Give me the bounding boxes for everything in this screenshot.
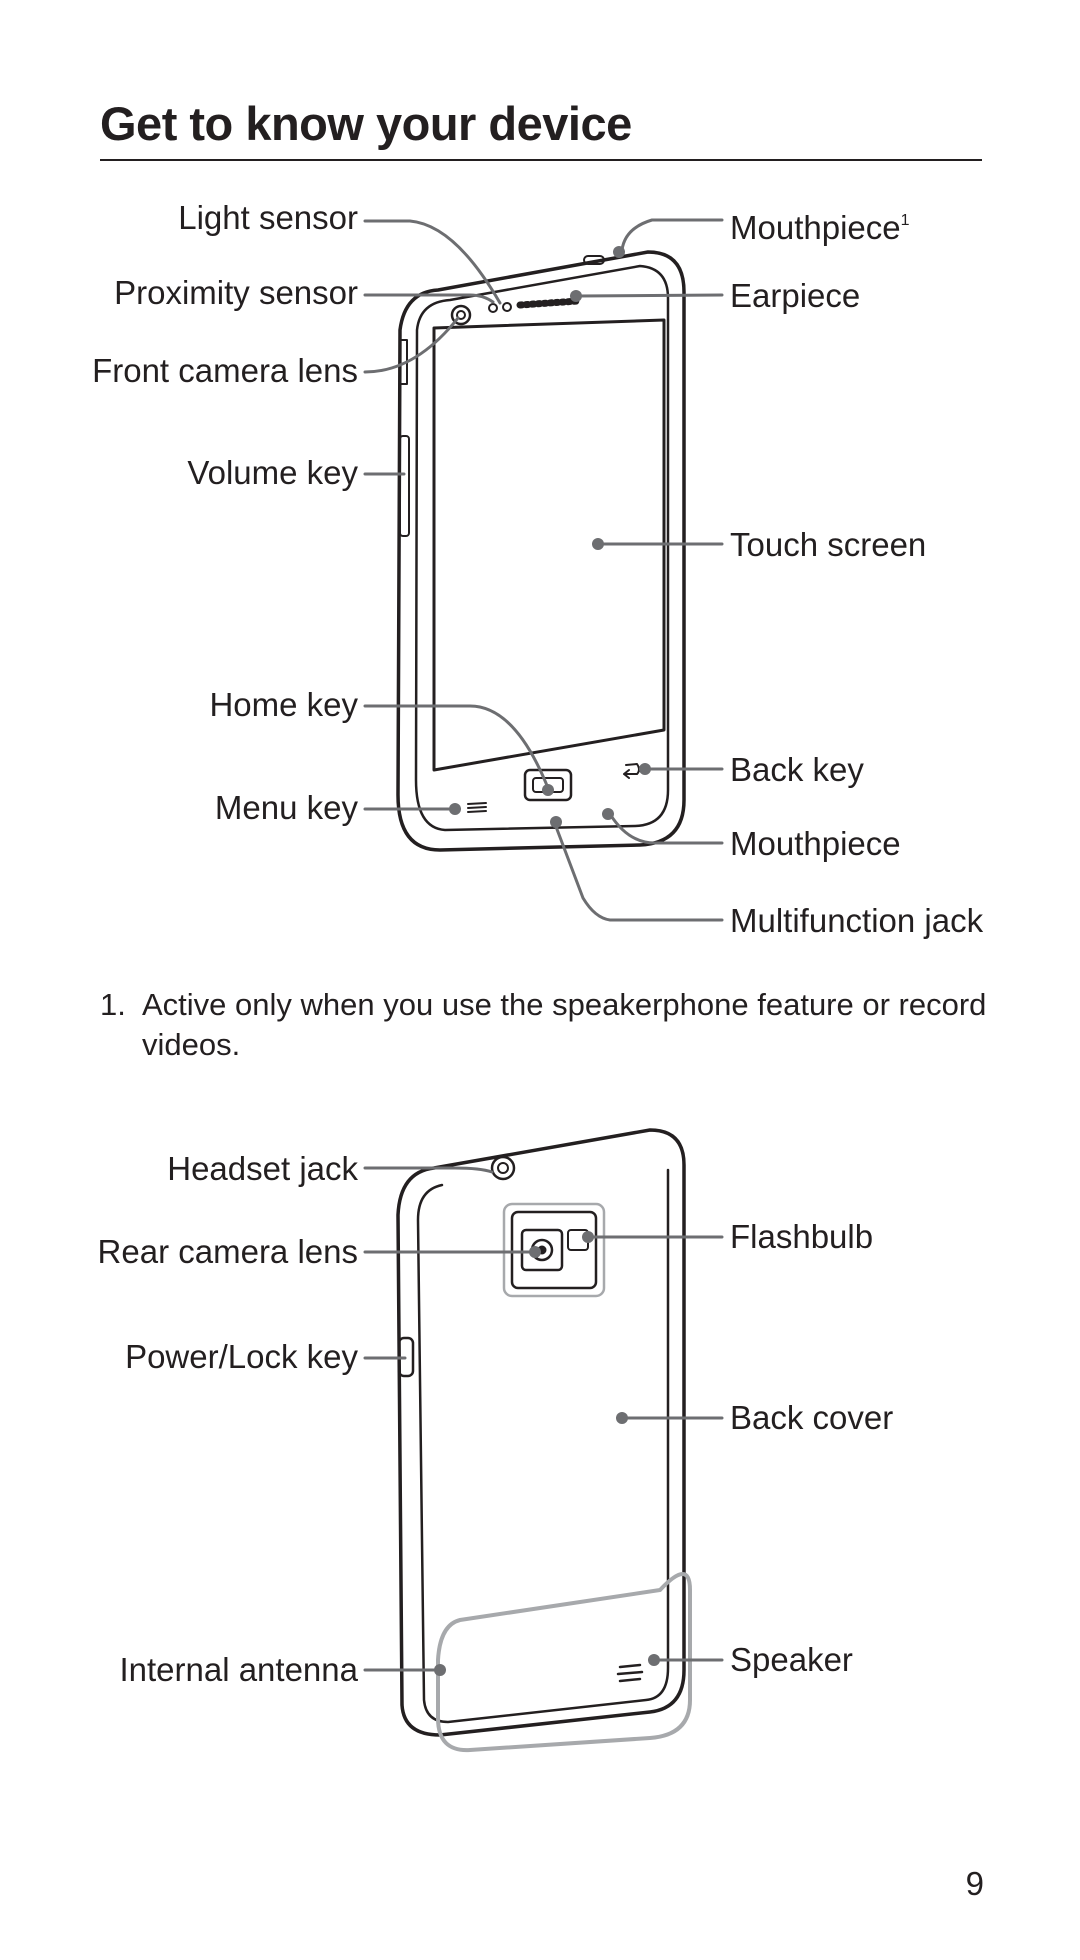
front-leader-lines: [363, 218, 724, 922]
footnote-number: 1.: [100, 987, 126, 1022]
label-speaker: Speaker: [730, 1641, 853, 1678]
label-menu-key: Menu key: [214, 789, 358, 826]
label-internal-antenna: Internal antenna: [119, 1651, 358, 1688]
front-leader-dots: [449, 246, 651, 828]
label-back-cover: Back cover: [730, 1399, 894, 1436]
label-multifunction-jack: Multifunction jack: [730, 902, 984, 939]
page-number: 9: [965, 1865, 984, 1902]
label-headset-jack: Headset jack: [167, 1150, 358, 1187]
label-home-key: Home key: [209, 686, 358, 723]
internal-antenna-outline: [436, 1572, 692, 1753]
page-title: Get to know your device: [100, 97, 632, 150]
footnote-marker: 1: [900, 212, 910, 229]
label-back-key: Back key: [730, 751, 864, 788]
label-power-lock-key: Power/Lock key: [125, 1338, 358, 1375]
label-earpiece: Earpiece: [730, 277, 861, 314]
label-proximity-sensor: Proximity sensor: [114, 274, 358, 311]
label-touch-screen: Touch screen: [730, 526, 927, 563]
label-mouthpiece-top-text: Mouthpiece: [730, 209, 901, 246]
front-phone-illustration: [396, 250, 686, 852]
label-flashbulb: Flashbulb: [730, 1218, 874, 1255]
label-light-sensor: Light sensor: [178, 199, 358, 236]
back-leader-dots: [434, 1231, 660, 1676]
label-mouthpiece-top: Mouthpiece1: [730, 202, 910, 247]
label-rear-camera-lens: Rear camera lens: [97, 1233, 358, 1270]
title-rule: [100, 159, 982, 161]
label-front-camera-lens: Front camera lens: [92, 352, 358, 389]
label-mouthpiece-bottom: Mouthpiece: [730, 825, 901, 862]
back-phone-illustration: [396, 1128, 686, 1737]
label-volume-key: Volume key: [187, 454, 358, 491]
back-leader-lines: [363, 1166, 724, 1672]
footnote-text: Active only when you use the speakerphon…: [142, 987, 987, 1062]
